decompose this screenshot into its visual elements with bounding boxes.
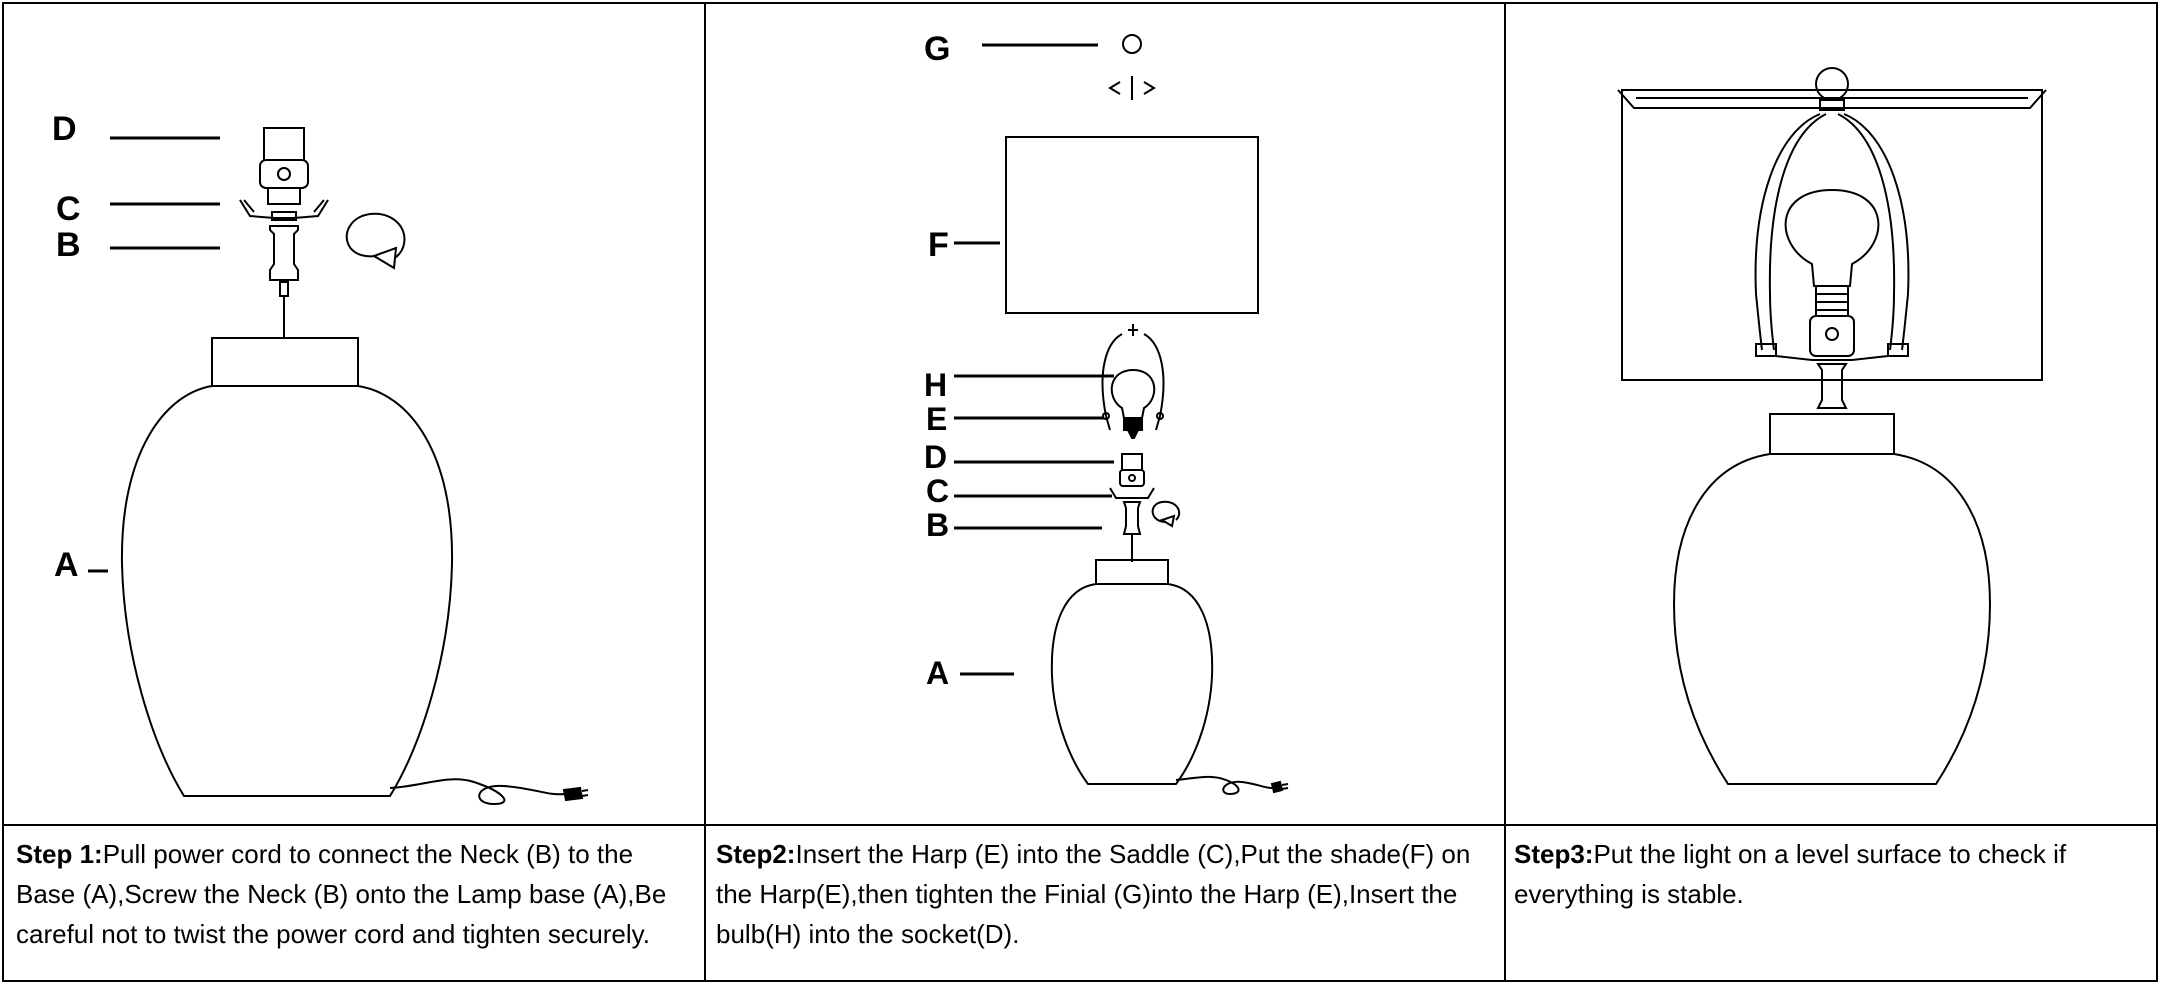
socket-part: [1119, 453, 1145, 487]
label-b: B: [56, 226, 81, 264]
power-cord: [1175, 775, 1289, 796]
harp-part: [1754, 113, 1910, 357]
label-b: B: [926, 507, 949, 543]
step3-illustration: [1506, 4, 2158, 824]
finial-part: [1815, 67, 1849, 101]
rotate-arrowhead-icon: [371, 246, 398, 270]
rotate-arrow-icon: [1151, 500, 1181, 523]
label-c: C: [56, 190, 81, 228]
power-cord: [389, 778, 589, 806]
lamp-base: [1672, 413, 1992, 785]
column-divider: [704, 4, 706, 980]
label-g: G: [924, 30, 950, 68]
socket-part: [259, 127, 309, 205]
neck-part: [269, 225, 299, 338]
label-a: A: [54, 546, 79, 584]
lampshade-part: [1005, 136, 1259, 314]
step3-text: Put the light on a level surface to chec…: [1514, 839, 2067, 909]
step3-heading: Step3:: [1514, 839, 1594, 869]
socket-part: [1775, 315, 1889, 361]
label-d: D: [924, 439, 947, 475]
column-divider: [1504, 4, 1506, 980]
rotate-indicator-icon: [1108, 76, 1156, 100]
finial-part: [1122, 34, 1142, 54]
step2-text: Insert the Harp (E) into the Saddle (C),…: [716, 839, 1471, 949]
step1-illustration: D C B A: [4, 4, 704, 824]
row-divider: [4, 824, 2156, 826]
harp-part: [1101, 324, 1165, 431]
label-c: C: [926, 473, 949, 509]
step2-heading: Step2:: [716, 839, 796, 869]
lamp-base: [120, 337, 454, 797]
bulb-part: [1784, 188, 1880, 317]
label-f: F: [928, 226, 949, 264]
step1-heading: Step 1:: [16, 839, 103, 869]
label-e: E: [926, 401, 947, 437]
label-h: H: [924, 367, 947, 403]
label-a: A: [926, 655, 949, 691]
label-d: D: [52, 110, 77, 148]
step1-caption: Step 1:Pull power cord to connect the Ne…: [10, 828, 702, 978]
saddle-part: [239, 199, 329, 221]
lampshade-part: [1617, 89, 2047, 381]
step3-caption: Step3:Put the light on a level surface t…: [1508, 828, 2158, 978]
step2-illustration: G F H E D C B A: [706, 4, 1504, 824]
lamp-base: [1050, 559, 1214, 785]
saddle-part: [1109, 487, 1155, 499]
step2-caption: Step2:Insert the Harp (E) into the Saddl…: [710, 828, 1502, 978]
neck-part: [1122, 501, 1142, 535]
bulb-part: [1110, 368, 1156, 439]
rotate-arrow-icon: [345, 212, 406, 263]
neck-part: [1816, 363, 1848, 409]
step1-text: Pull power cord to connect the Neck (B) …: [16, 839, 667, 949]
